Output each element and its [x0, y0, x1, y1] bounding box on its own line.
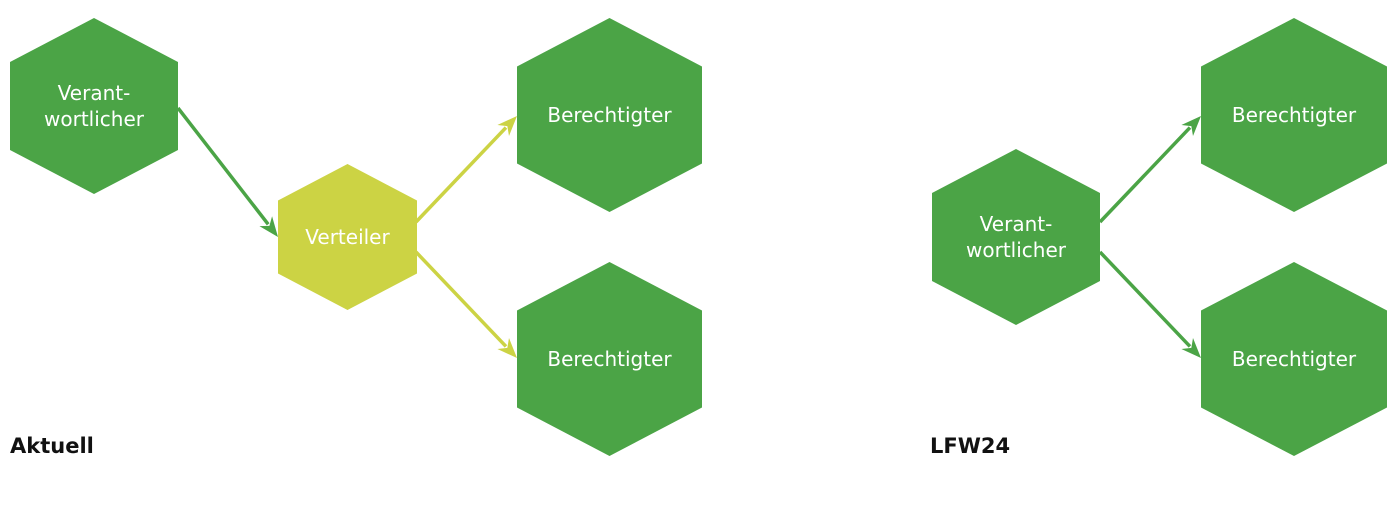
- arrow-line: [414, 126, 508, 224]
- arrowhead-icon: [497, 116, 517, 136]
- arrow-verantwortlicher-to-verteiler: [176, 106, 278, 237]
- caption-aktuell: Aktuell: [10, 434, 94, 458]
- node-label: Berechtigter: [547, 347, 672, 371]
- arrow-line: [414, 250, 508, 348]
- node-verteiler: Verteiler: [278, 164, 417, 310]
- node-label: Berechtigter: [1232, 103, 1357, 127]
- arrow-verantwortlicher-to-berechtigter-1: [1098, 116, 1201, 224]
- node-verantwortlicher: Verant-wortlicher: [932, 149, 1100, 325]
- node-label: wortlicher: [44, 107, 145, 131]
- arrow-line: [1098, 250, 1192, 348]
- arrow-verteiler-to-berechtigter-1: [414, 116, 517, 224]
- hexagon-shape: [932, 149, 1100, 325]
- hexagon-shape: [10, 18, 178, 194]
- arrowhead-icon: [497, 338, 517, 358]
- hexagon-shape: [517, 262, 702, 456]
- arrowhead-icon: [259, 216, 278, 237]
- node-label: Berechtigter: [547, 103, 672, 127]
- caption-lfw24: LFW24: [930, 434, 1011, 458]
- hexagon-shape: [278, 164, 417, 310]
- node-label: Berechtigter: [1232, 347, 1357, 371]
- arrow-verteiler-to-berechtigter-2: [414, 250, 517, 358]
- node-verantwortlicher: Verant-wortlicher: [10, 18, 178, 194]
- arrowhead-icon: [1181, 338, 1201, 358]
- node-label: Verteiler: [305, 225, 390, 249]
- hexagon-shape: [1201, 18, 1387, 212]
- node-berechtigter-2: Berechtigter: [1201, 262, 1387, 456]
- node-berechtigter-1: Berechtigter: [1201, 18, 1387, 212]
- hexagon-shape: [1201, 262, 1387, 456]
- arrow-line: [176, 106, 270, 226]
- node-berechtigter-2: Berechtigter: [517, 262, 702, 456]
- node-label: wortlicher: [966, 238, 1067, 262]
- arrow-line: [1098, 126, 1192, 224]
- node-label: Verant-: [58, 81, 131, 105]
- hexagon-shape: [517, 18, 702, 212]
- arrow-verantwortlicher-to-berechtigter-2: [1098, 250, 1201, 358]
- node-berechtigter-1: Berechtigter: [517, 18, 702, 212]
- node-label: Verant-: [980, 212, 1053, 236]
- arrowhead-icon: [1181, 116, 1201, 136]
